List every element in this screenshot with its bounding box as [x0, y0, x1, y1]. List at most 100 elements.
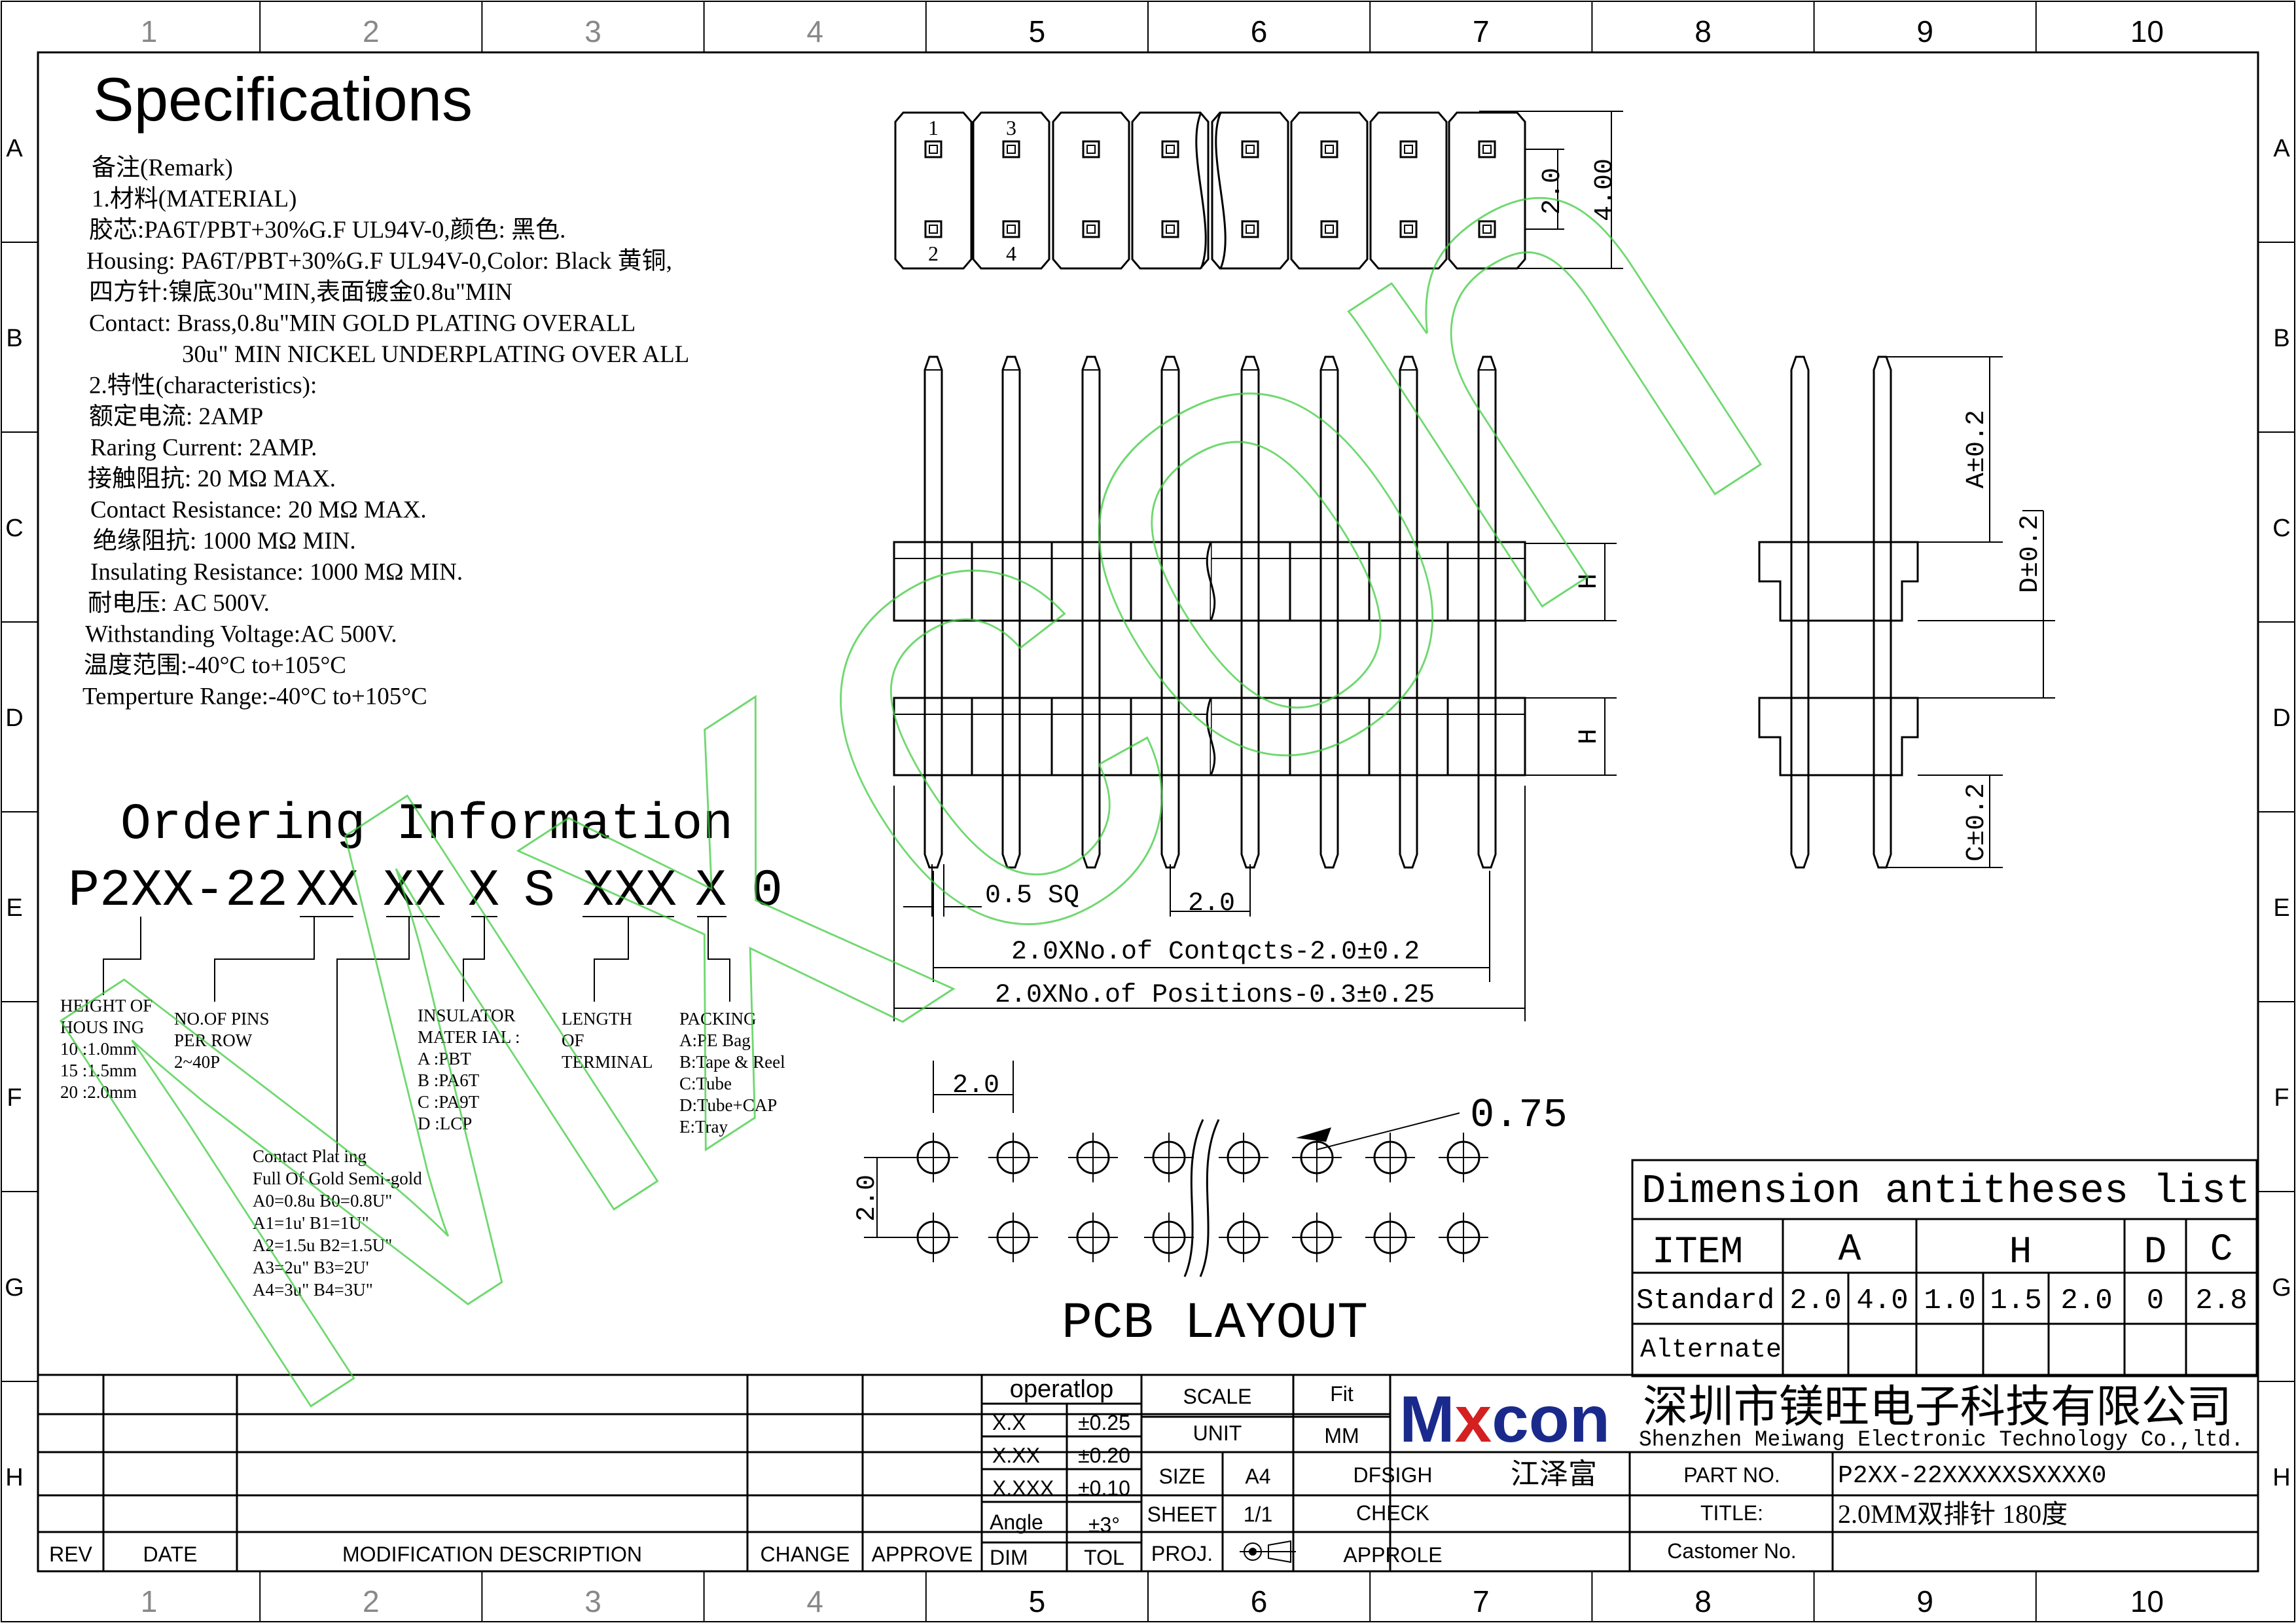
top-pin-inner: [1404, 225, 1413, 234]
top-pin-square: [1002, 140, 1020, 158]
row-label-right: D: [2272, 704, 2290, 732]
front-break: [1206, 541, 1216, 621]
pin-number-4: 4: [1006, 242, 1016, 265]
dim-h-lower: H: [1575, 729, 1604, 744]
code-insulator: X: [468, 862, 499, 921]
tol-tol: TOL: [1084, 1546, 1124, 1569]
top-pin-square: [1399, 140, 1418, 158]
row-label-right: G: [2272, 1274, 2291, 1302]
part-number: P2XX-22XXXXXSXXXX0: [1838, 1462, 2106, 1490]
pcb-hole-crosshair: [1068, 1213, 1118, 1262]
dim-pin-pitch: 2.0: [1188, 889, 1235, 919]
pcb-layout: 2.0 2.0 0.75 PCB LAYOUT: [853, 1061, 1568, 1353]
packing-line-1: A:PE Bag: [679, 1030, 751, 1050]
row-label-left: D: [5, 704, 23, 732]
tol-xxx: X.XX: [992, 1444, 1040, 1467]
spec-line-12: 绝缘阻抗: 1000 MΩ MIN.: [93, 527, 356, 555]
length-line-1: OF: [562, 1030, 584, 1050]
spec-line-3: Housing: PA6T/PBT+30%G.F UL94V-0,Color: …: [86, 248, 672, 275]
col-label-top: 7: [1473, 14, 1490, 48]
sheet-label: SHEET: [1147, 1503, 1217, 1526]
hdr-item: ITEM: [1652, 1231, 1743, 1274]
std-h2: 1.5: [1990, 1285, 2041, 1317]
side-pin: [1790, 356, 1810, 869]
side-pins-and-housing: [1758, 356, 1919, 869]
top-housing-segment: [1369, 111, 1448, 270]
pcb-hole-crosshair: [1365, 1213, 1415, 1262]
code-s: S: [524, 862, 555, 921]
top-view: 1 3 2 4 2.0 4.00: [894, 111, 1623, 270]
std-d: 0: [2147, 1285, 2164, 1317]
front-pin: [1477, 356, 1497, 869]
insulator-line-3: B :PA6T: [418, 1070, 480, 1090]
spec-line-7: 2.特性(characteristics):: [89, 373, 317, 399]
dim-h-upper: H: [1575, 574, 1604, 589]
specifications-block: Specifications 备注(Remark)1.材料(MATERIAL)胶…: [82, 65, 689, 710]
top-pin-square: [1478, 140, 1496, 158]
unit-value: MM: [1324, 1424, 1359, 1448]
company-name-en: Shenzhen Meiwang Electronic Technology C…: [1639, 1428, 2244, 1453]
side-housing: [1758, 541, 1919, 622]
approve-header: APPROVE: [872, 1542, 973, 1566]
top-pin-square: [1161, 140, 1179, 158]
top-pin-inner: [1086, 225, 1096, 234]
length-line-2: TERMINAL: [562, 1052, 653, 1072]
front-pin: [924, 356, 943, 869]
dimension-table-headers: ITEM A H D C: [1652, 1229, 2233, 1274]
packing-line-4: D:Tube+CAP: [679, 1095, 777, 1115]
pcb-hole-crosshair: [908, 1133, 958, 1182]
dim-positions: 2.0XNo.of Positions-0.3±0.25: [995, 981, 1435, 1010]
row-label-left: E: [6, 894, 22, 922]
top-pin-inner: [1404, 145, 1413, 154]
top-pin-inner: [1246, 145, 1255, 154]
col-label-bottom: 8: [1695, 1584, 1712, 1618]
spec-line-2: 胶芯:PA6T/PBT+30%G.F UL94V-0,颜色: 黑色.: [89, 216, 565, 244]
top-pin-square: [1478, 220, 1496, 238]
alternate-label: Alternate: [1640, 1336, 1782, 1365]
length-line-0: LENGTH: [562, 1009, 632, 1029]
pcb-hole-crosshair: [1439, 1133, 1488, 1182]
title-block: REV DATE MODIFICATION DESCRIPTION CHANGE…: [38, 1374, 2258, 1571]
pcb-label: PCB LAYOUT: [1062, 1295, 1368, 1353]
col-label-bottom: 6: [1251, 1584, 1268, 1618]
tol-xxx-val: ±0.20: [1078, 1444, 1130, 1467]
front-pin: [1240, 356, 1260, 869]
top-view-dims: [1479, 111, 1623, 269]
dimension-table-standard: Standard 2.0 4.0 1.0 1.5 2.0 0 2.8: [1636, 1285, 2248, 1317]
side-pin: [1873, 356, 1892, 869]
col-label-top: 4: [806, 14, 823, 48]
front-break: [1206, 697, 1216, 776]
insulator-line-1: MATER IAL :: [418, 1027, 520, 1047]
top-pin-numbers: 1 3 2 4: [928, 116, 1016, 265]
rev-header: REV: [49, 1542, 92, 1566]
logo-letter: o: [1529, 1383, 1570, 1456]
top-pin-inner: [1166, 145, 1175, 154]
insulator-line-2: A :PBT: [418, 1049, 471, 1068]
top-pin-inner: [929, 145, 938, 154]
top-pin-square: [1320, 220, 1338, 238]
insulator-line-5: D :LCP: [418, 1114, 472, 1133]
row-label-left: G: [5, 1274, 24, 1302]
pins-line-1: PER ROW: [174, 1030, 253, 1050]
top-pin-square: [1002, 220, 1020, 238]
code-pins: XX: [383, 862, 446, 921]
pcb-hole-crosshair: [1439, 1213, 1488, 1262]
dim-d: D±0.2: [2016, 515, 2045, 593]
spec-line-16: 温度范围:-40°C to+105°C: [84, 651, 346, 679]
specs-heading: Specifications: [93, 65, 473, 134]
col-label-top: 1: [141, 14, 158, 48]
side-housing: [1758, 697, 1919, 776]
top-pin-square: [1320, 140, 1338, 158]
packing-line-5: E:Tray: [679, 1117, 728, 1137]
tol-xx-val: ±0.25: [1078, 1411, 1130, 1434]
top-pin-square: [1399, 220, 1418, 238]
pcb-holes: [908, 1119, 1488, 1277]
top-housing: [894, 111, 1526, 270]
col-label-top: 10: [2130, 14, 2164, 48]
tol-dim: DIM: [990, 1546, 1028, 1569]
top-pin-square: [1241, 220, 1259, 238]
change-header: CHANGE: [761, 1542, 850, 1566]
